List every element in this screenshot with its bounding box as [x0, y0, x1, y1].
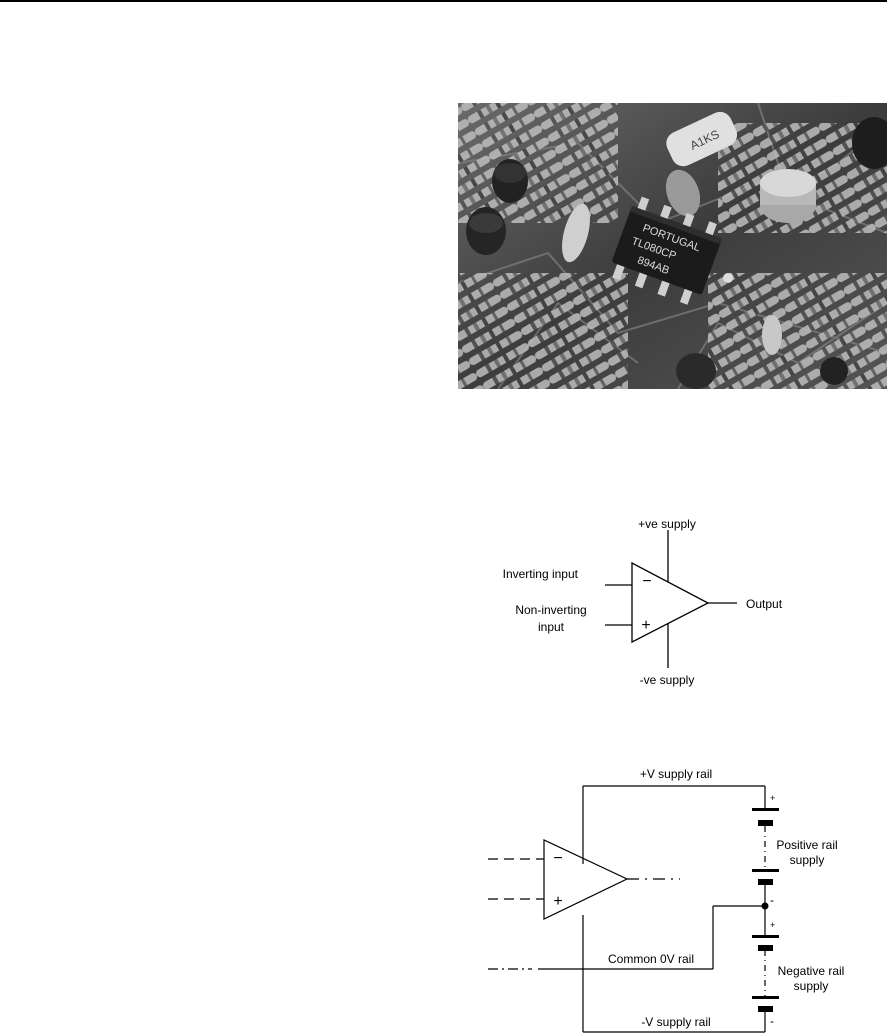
inverting-input-label: Inverting input — [503, 567, 579, 581]
circuit-minus-sign: − — [553, 850, 562, 867]
opamp-triangle — [631, 561, 710, 644]
neg-rail-label: -V supply rail — [641, 1015, 710, 1029]
battery-minus-1: - — [770, 893, 774, 907]
top-rule — [0, 0, 887, 2]
junction-dot — [761, 902, 769, 910]
pos-supply-label: +ve supply — [638, 517, 696, 531]
neg-supply-label: -ve supply — [640, 673, 695, 687]
pos-supply-label-1: Positive rail — [776, 838, 837, 852]
opamp-symbol-diagram: − + +ve supply Inverting input Non-inver… — [500, 512, 800, 692]
battery-plus-2: + — [770, 920, 775, 930]
common-rail-label: Common 0V rail — [608, 952, 694, 966]
minus-sign: − — [642, 573, 651, 590]
noninverting-input-label-2: input — [538, 620, 565, 634]
dual-supply-circuit-diagram: − + + - + - +V supply rail Positive rail… — [480, 760, 860, 1035]
negative-battery-cells — [752, 935, 779, 1012]
circuit-plus-sign: + — [553, 893, 562, 910]
neg-supply-label-2: supply — [794, 979, 829, 993]
output-label: Output — [746, 597, 783, 611]
pos-supply-label-2: supply — [790, 853, 825, 867]
plus-sign: + — [641, 617, 650, 634]
battery-minus-2: - — [770, 1014, 774, 1028]
circuit-board-photo: A1KS PORTUGAL TL080CP 894AB — [458, 103, 887, 389]
circuit-opamp-triangle — [543, 839, 629, 920]
positive-battery-cells — [752, 808, 779, 885]
battery-plus-1: + — [770, 793, 775, 803]
noninverting-input-label-1: Non-inverting — [515, 603, 586, 617]
circuit-board-photo-image: A1KS PORTUGAL TL080CP 894AB — [458, 103, 887, 389]
pos-rail-label: +V supply rail — [640, 767, 712, 781]
neg-supply-label-1: Negative rail — [778, 964, 845, 978]
